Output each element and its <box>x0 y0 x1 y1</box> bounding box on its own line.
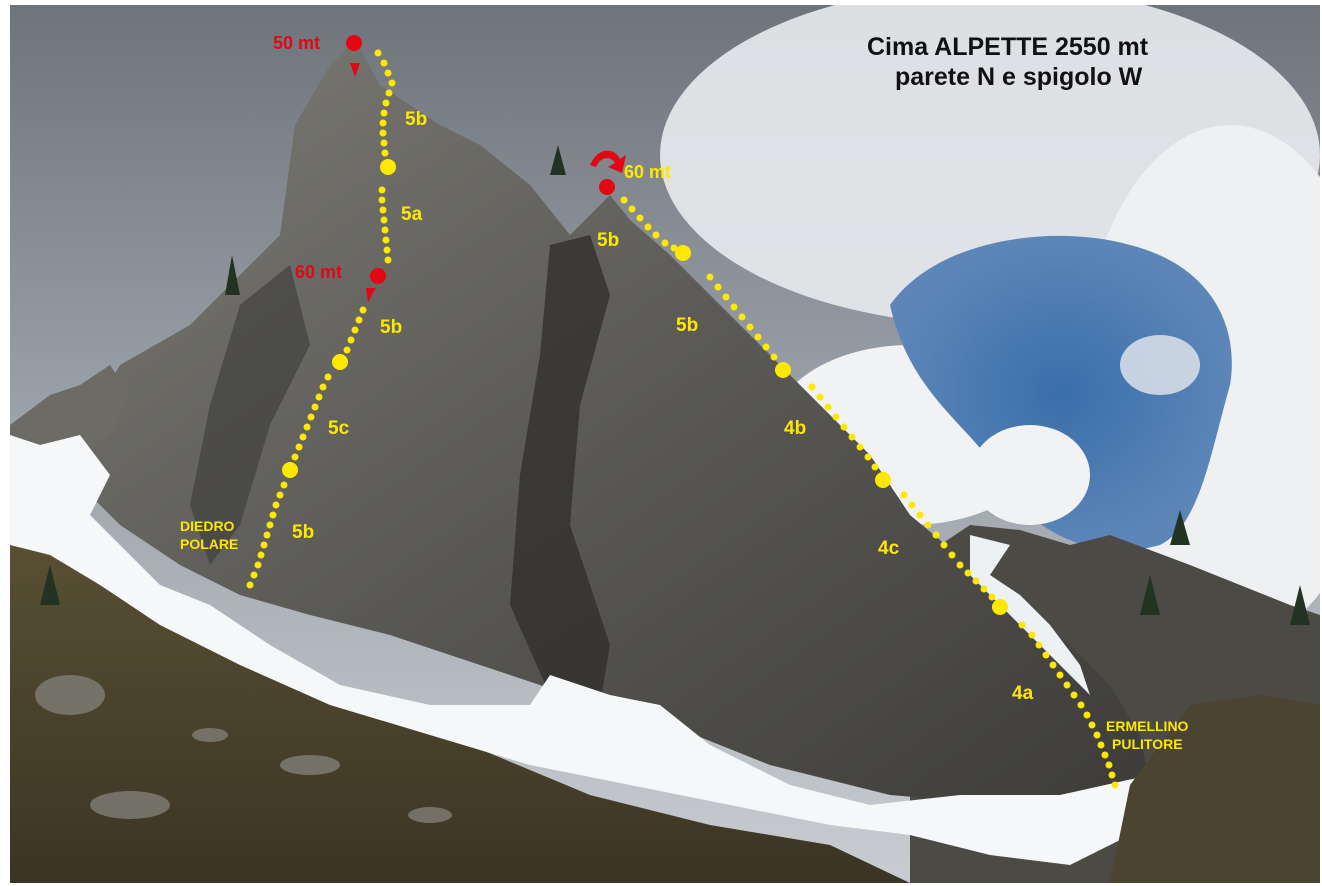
route2-pitch4-grade: 5b <box>676 315 699 336</box>
route1-pitch3-grade: 5b <box>380 317 403 338</box>
photo-frame: Cima ALPETTE 2550 mt parete N e spigolo … <box>10 5 1320 883</box>
mountain-photo <box>10 5 1320 883</box>
route2-pitch2-grade: 4c <box>878 538 900 559</box>
route1-pitch5-grade: 5b <box>405 109 428 130</box>
route2-summit-length: 60 mt <box>624 162 672 182</box>
route1-summit-length: 50 mt <box>273 33 321 53</box>
route-name-ermellino-pulitore-line-1: ERMELLINO <box>1106 718 1189 734</box>
route1-pitch1-grade: 5b <box>292 522 315 543</box>
route-name-ermellino-pulitore-line-2: PULITORE <box>1112 736 1183 752</box>
route1-belay2-length: 60 mt <box>295 262 343 282</box>
photo-title-line-2: parete N e spigolo W <box>895 63 1143 91</box>
route2-pitch1-grade: 4a <box>1012 683 1034 704</box>
photo-title-line-1: Cima ALPETTE 2550 mt <box>867 33 1149 61</box>
route1-pitch4-grade: 5a <box>401 204 423 225</box>
route2-pitch3-grade: 4b <box>784 418 807 439</box>
route1-pitch2-grade: 5c <box>328 418 350 439</box>
route2-pitch5-grade: 5b <box>597 230 620 251</box>
route-name-diedro-polare-line-2: POLARE <box>180 536 239 552</box>
route-name-diedro-polare-line-1: DIEDRO <box>180 518 235 534</box>
